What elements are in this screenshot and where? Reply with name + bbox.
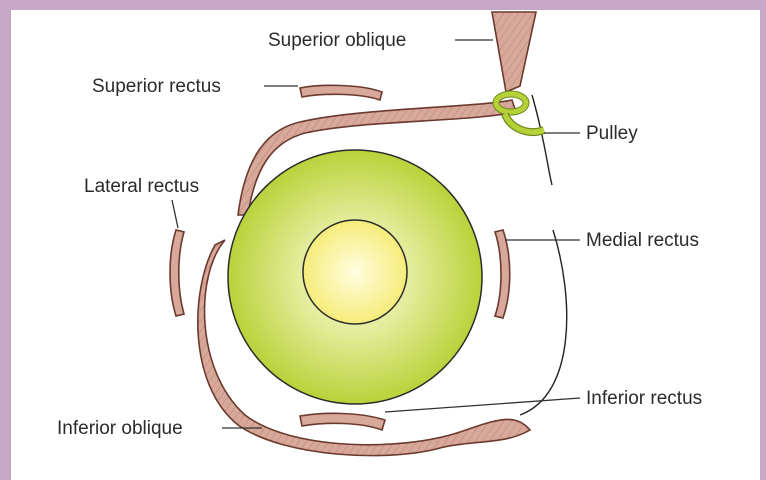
inferior-rectus-muscle	[300, 413, 385, 430]
superior-rectus-muscle	[300, 85, 382, 100]
label-medial-rectus: Medial rectus	[586, 230, 699, 251]
leader-lateral-rectus	[172, 200, 178, 228]
lateral-rectus-muscle	[170, 230, 184, 316]
label-superior-rectus: Superior rectus	[92, 76, 221, 97]
label-superior-oblique: Superior oblique	[268, 30, 406, 51]
label-inferior-rectus: Inferior rectus	[586, 388, 702, 409]
label-lateral-rectus: Lateral rectus	[84, 176, 199, 197]
medial-rectus-muscle	[495, 230, 510, 318]
label-inferior-oblique: Inferior oblique	[57, 418, 183, 439]
cornea	[303, 220, 407, 324]
orbit-outline	[520, 95, 567, 415]
leader-inferior-rectus	[385, 398, 580, 412]
label-pulley: Pulley	[586, 123, 638, 144]
superior-oblique-muscle	[492, 12, 536, 92]
